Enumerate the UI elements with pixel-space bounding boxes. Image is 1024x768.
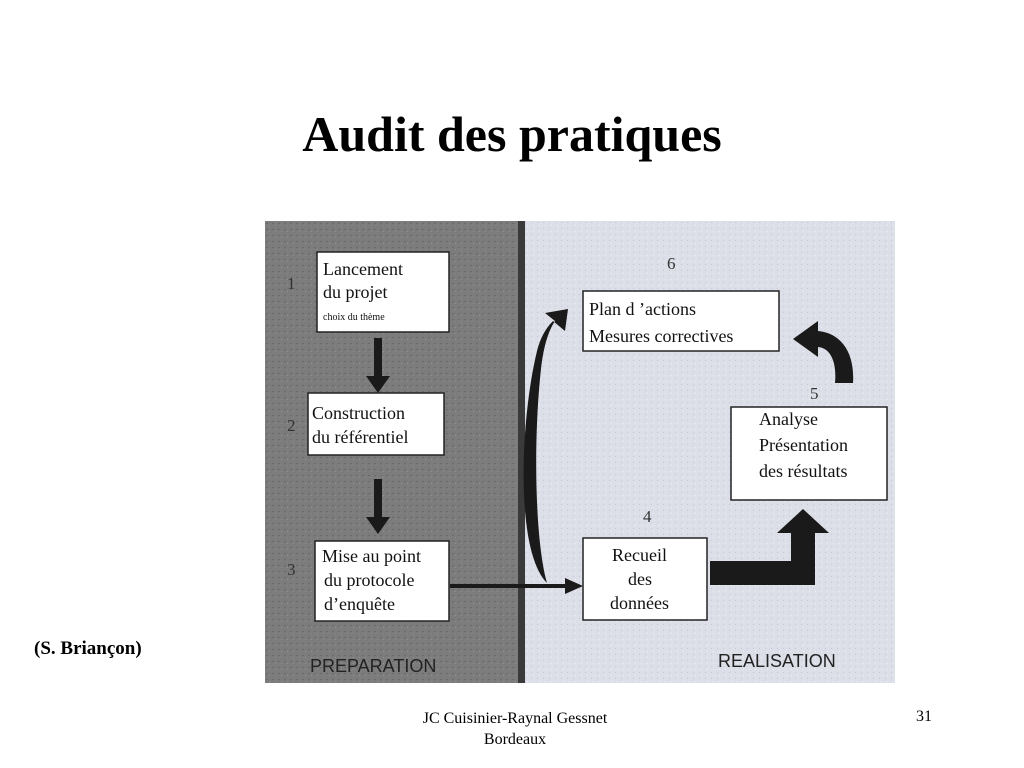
arrow-step4-to-step5 <box>710 509 829 585</box>
svg-text:des: des <box>628 569 652 589</box>
arrow-step1-to-step2 <box>366 338 390 393</box>
svg-text:données: données <box>610 593 669 613</box>
step-1-number: 1 <box>287 274 296 293</box>
step-4: Recueil des données <box>582 537 708 621</box>
arrow-feedback-to-step6 <box>523 309 568 583</box>
svg-text:Présentation: Présentation <box>759 435 848 455</box>
step-6: Plan d ’actions Mesures correctives <box>582 290 780 352</box>
footer-author: JC Cuisinier-Raynal Gessnet Bordeaux <box>370 708 660 750</box>
panel-divider <box>518 221 525 683</box>
svg-text:du référentiel: du référentiel <box>312 427 408 447</box>
step-3-number: 3 <box>287 560 296 579</box>
step-6-line-1: Plan d ’actions <box>589 299 696 319</box>
slide-title: Audit des pratiques <box>302 106 722 162</box>
step-5-line-1: Analyse <box>759 409 818 429</box>
realisation-label: REALISATION <box>718 651 836 671</box>
step-1-line-1: Lancement <box>323 259 403 279</box>
step-1-box <box>316 251 450 333</box>
step-5-box <box>730 406 888 501</box>
step-3-line-3: d’enquête <box>324 594 395 614</box>
preparation-label: PREPARATION <box>310 656 436 676</box>
step-4-box <box>582 537 708 621</box>
svg-text:Analyse: Analyse <box>759 409 818 429</box>
step-3-box <box>314 540 450 622</box>
step-4-line-1: Recueil <box>612 545 667 565</box>
footer-author-line-1: JC Cuisinier-Raynal Gessnet <box>422 710 608 727</box>
svg-text:d’enquête: d’enquête <box>324 594 395 614</box>
step-3: Mise au point du protocole d’enquête <box>314 540 450 622</box>
step-5-number: 5 <box>810 384 819 403</box>
svg-text:Recueil: Recueil <box>612 545 667 565</box>
svg-text:Mesures correctives: Mesures correctives <box>589 326 733 346</box>
arrow-step5-to-step6 <box>793 321 854 383</box>
step-2-box <box>307 392 445 456</box>
step-1: Lancement du projet choix du thème <box>316 251 450 333</box>
step-4-line-2: des <box>628 569 652 589</box>
step-6-line-2: Mesures correctives <box>589 326 733 346</box>
step-5: Analyse Présentation des résultats <box>730 406 888 501</box>
arrow-step2-to-step3 <box>366 479 390 534</box>
diagram-canvas: Lancement du projet choix du thème 1 Con… <box>265 221 895 683</box>
step-6-number: 6 <box>667 254 676 273</box>
audit-cycle-diagram: Lancement du projet choix du thème 1 Con… <box>265 221 895 683</box>
page-number: 31 <box>916 708 932 725</box>
step-3-line-1: Mise au point <box>322 546 421 566</box>
footer-author-line-2: Bordeaux <box>483 731 547 748</box>
step-2: Construction du référentiel <box>307 392 445 456</box>
step-5-line-3: des résultats <box>759 461 847 481</box>
step-4-line-3: données <box>610 593 669 613</box>
step-1-line-2: du projet <box>323 282 388 302</box>
svg-text:choix du thème: choix du thème <box>323 312 385 323</box>
svg-text:Mise au point: Mise au point <box>322 546 421 566</box>
step-3-line-2: du protocole <box>324 570 414 590</box>
svg-text:Lancement: Lancement <box>323 259 403 279</box>
svg-text:des résultats: des résultats <box>759 461 847 481</box>
step-2-line-1: Construction <box>312 403 405 423</box>
svg-text:Plan d ’actions: Plan d ’actions <box>589 299 696 319</box>
svg-text:Construction: Construction <box>312 403 405 423</box>
svg-text:du protocole: du protocole <box>324 570 414 590</box>
source-credit: (S. Briançon) <box>34 638 142 659</box>
step-2-line-2: du référentiel <box>312 427 408 447</box>
step-5-line-2: Présentation <box>759 435 848 455</box>
step-4-number: 4 <box>643 507 652 526</box>
step-2-number: 2 <box>287 416 296 435</box>
step-6-box <box>582 290 780 352</box>
arrow-step3-to-step4 <box>450 578 583 594</box>
step-1-note: choix du thème <box>323 312 385 323</box>
svg-text:du projet: du projet <box>323 282 388 302</box>
